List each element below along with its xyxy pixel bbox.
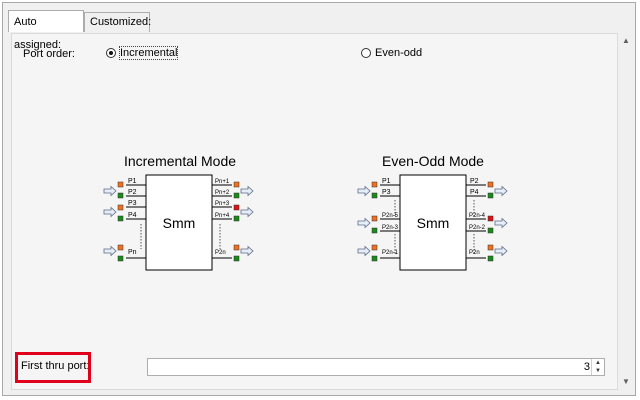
port-marker xyxy=(487,215,494,222)
auto-assigned-panel: Port order: Incremental Even-odd Increme… xyxy=(11,33,630,390)
incremental-left-ports: P1 P2 P3 P4 Pn xyxy=(103,178,146,262)
even-odd-left-ports: P1 P3 P2n-5 P2n-3 P2n-1 xyxy=(357,178,400,262)
port-marker xyxy=(233,181,240,188)
port-marker xyxy=(371,227,378,234)
scroll-up-icon[interactable]: ▲ xyxy=(622,36,630,45)
port-marker xyxy=(487,227,494,234)
port-marker xyxy=(117,181,124,188)
port-label: Pn xyxy=(128,249,137,256)
even-odd-block xyxy=(399,174,467,271)
port-label: P2 xyxy=(470,178,479,185)
port-marker xyxy=(233,204,240,211)
port-mode-diagrams: Incremental Mode Smm xyxy=(103,153,508,271)
spin-up-icon[interactable]: ▲ xyxy=(595,360,601,366)
even-odd-right-ports: P2 P4 P2n-4 P2n-2 P2n xyxy=(466,178,508,262)
incremental-diagram: Incremental Mode Smm xyxy=(103,153,254,271)
port-marker xyxy=(371,255,378,262)
port-marker xyxy=(233,244,240,251)
port-label: P2n-4 xyxy=(469,213,486,219)
port-marker xyxy=(117,204,124,211)
port-label: P2n xyxy=(469,250,480,256)
port-marker xyxy=(233,192,240,199)
port-marker xyxy=(117,192,124,199)
port-marker xyxy=(371,215,378,222)
vertical-scrollbar[interactable]: ▲ ▼ xyxy=(617,33,633,390)
port-label: Pn+2 xyxy=(215,190,230,196)
port-marker xyxy=(487,181,494,188)
port-label: P2n-5 xyxy=(382,213,399,219)
tab-auto-assigned[interactable]: Auto assigned: xyxy=(8,10,84,51)
port-label: P1 xyxy=(382,178,391,185)
port-marker xyxy=(371,244,378,251)
even-odd-diagram: Even-Odd Mode Smm xyxy=(357,153,508,271)
incremental-block xyxy=(145,174,213,271)
spin-down-icon[interactable]: ▼ xyxy=(595,368,601,374)
port-label: Pn+4 xyxy=(215,213,230,219)
tab-customized[interactable]: Customized: xyxy=(84,12,151,32)
port-marker xyxy=(371,192,378,199)
first-thru-port-value[interactable]: 3 xyxy=(583,361,590,373)
even-odd-radio-label[interactable]: Even-odd xyxy=(375,47,423,59)
port-label: P1 xyxy=(128,178,137,185)
highlight-box xyxy=(15,352,91,383)
port-marker xyxy=(371,181,378,188)
port-marker xyxy=(487,255,494,262)
port-label: P4 xyxy=(470,189,479,196)
port-order-label: Port order: xyxy=(23,48,75,60)
port-label: P2n-2 xyxy=(469,225,486,231)
port-label: Pn+1 xyxy=(215,179,230,185)
incremental-radio[interactable] xyxy=(106,48,116,58)
incremental-right-ports: Pn+1 Pn+2 Pn+3 Pn+4 P2n xyxy=(212,179,254,262)
port-marker xyxy=(117,255,124,262)
port-label: P2 xyxy=(128,189,137,196)
port-label: P3 xyxy=(128,200,137,207)
scroll-down-icon[interactable]: ▼ xyxy=(622,377,630,386)
port-label: P2n-3 xyxy=(382,225,399,231)
port-marker xyxy=(487,244,494,251)
port-label: P2n-1 xyxy=(382,250,399,256)
incremental-block-label: Smm xyxy=(163,215,196,231)
port-marker xyxy=(117,215,124,222)
dialog-frame: Auto assigned: Customized: Port order: I… xyxy=(2,2,636,396)
port-marker xyxy=(233,215,240,222)
port-marker xyxy=(233,255,240,262)
even-odd-block-label: Smm xyxy=(417,215,450,231)
port-marker xyxy=(487,192,494,199)
spin-buttons: ▲ ▼ xyxy=(591,359,604,375)
port-label: P2n xyxy=(215,250,226,256)
first-thru-port-spinbox[interactable]: 3 ▲ ▼ xyxy=(147,358,605,376)
incremental-title: Incremental Mode xyxy=(124,153,236,169)
even-odd-title: Even-Odd Mode xyxy=(382,153,484,169)
port-marker xyxy=(117,244,124,251)
first-thru-port-label: First thru port: xyxy=(21,360,90,372)
incremental-radio-label[interactable]: Incremental xyxy=(118,46,179,60)
port-label: P3 xyxy=(382,189,391,196)
port-label: P4 xyxy=(128,212,137,219)
port-label: Pn+3 xyxy=(215,201,230,207)
even-odd-radio[interactable] xyxy=(361,48,371,58)
